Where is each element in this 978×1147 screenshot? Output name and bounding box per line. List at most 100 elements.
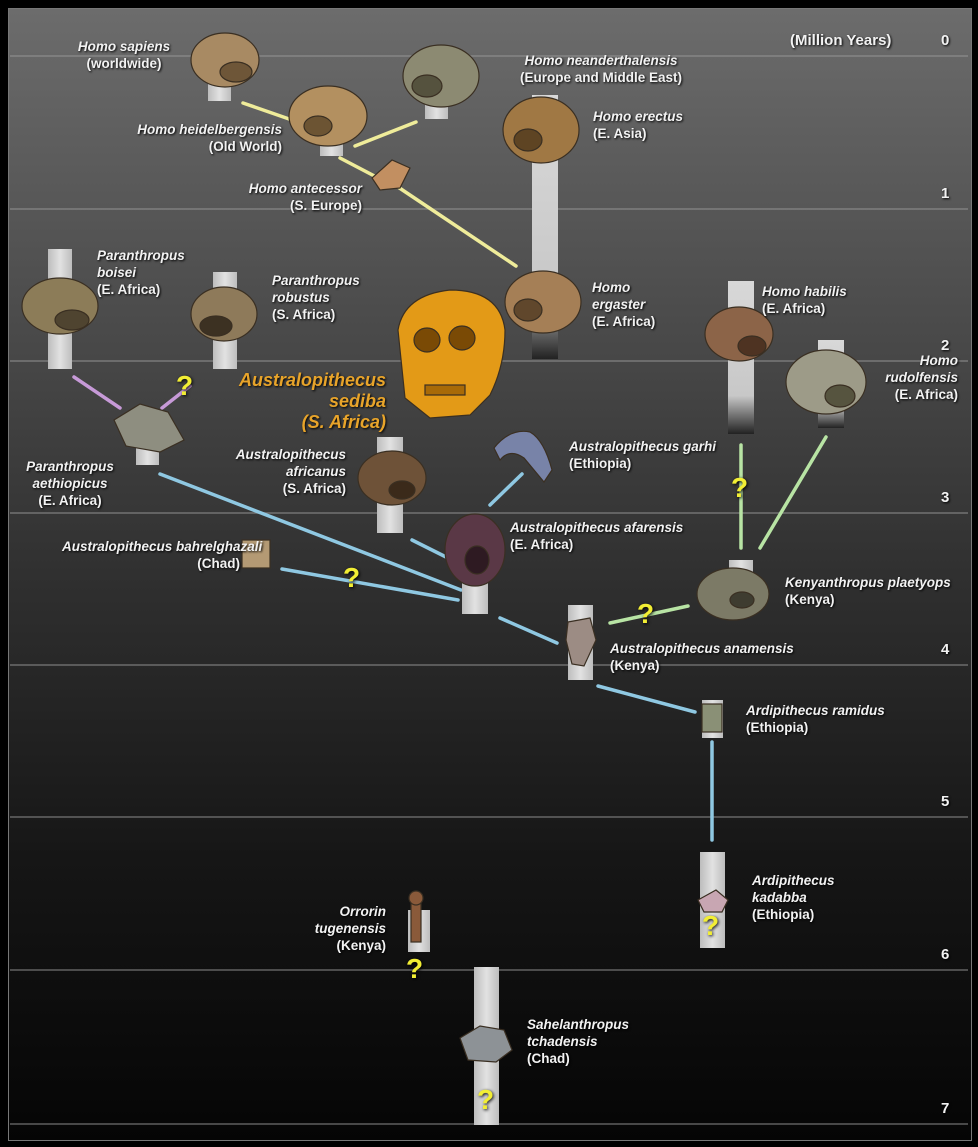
skull-paranthropus-robustus — [190, 286, 258, 342]
species-region: (S. Africa) — [301, 412, 386, 432]
skull-homo-heidelbergensis — [288, 85, 368, 147]
label-sahelanthropus-tchadensis: Sahelanthropus tchadensis (Chad) — [527, 1016, 637, 1067]
species-name: Kenyanthropus plaetyops — [785, 575, 951, 590]
species-region: (Ethiopia) — [752, 907, 815, 922]
species-region: (Kenya) — [610, 658, 660, 673]
label-homo-sapiens: Homo sapiens (worldwide) — [58, 38, 190, 72]
link-anamensis-ramidus — [596, 684, 697, 714]
uncertain-mark-sahelanthropus: ? — [477, 1084, 495, 1115]
label-australopithecus-sediba: Australopithecus sediba (S. Africa) — [208, 370, 386, 433]
uncertain-mark-bahrelghazali: ? — [343, 562, 361, 593]
species-region: (S. Africa) — [282, 481, 346, 496]
skull-homo-sapiens — [190, 32, 260, 88]
species-region: (Ethiopia) — [746, 720, 809, 735]
tick-label-5: 5 — [941, 793, 950, 810]
fossil-homo-antecessor — [371, 159, 411, 191]
tick-label-4: 4 — [941, 641, 950, 658]
species-name: Australopithecus sediba — [238, 370, 386, 411]
species-region: (Ethiopia) — [569, 456, 632, 471]
label-australopithecus-anamensis: Australopithecus anamensis (Kenya) — [610, 640, 800, 674]
uncertain-mark-sediba: ? — [176, 370, 194, 401]
uncertain-mark-kenyanthropus: ? — [637, 598, 655, 629]
species-region: (Kenya) — [336, 938, 386, 953]
skull-australopithecus-afarensis — [444, 513, 506, 587]
label-australopithecus-africanus: Australopithecus africanus (S. Africa) — [196, 446, 346, 497]
label-homo-habilis: Homo habilis (E. Africa) — [762, 283, 882, 317]
link-africanus-afarensis — [410, 538, 450, 560]
million-year-gridlines — [10, 55, 968, 1125]
fossil-images — [21, 32, 867, 1063]
skull-homo-neanderthalensis — [402, 44, 480, 108]
species-region: (E. Africa) — [97, 282, 161, 297]
link-anamensis-kenyanthropus — [608, 604, 690, 625]
species-name: Homo ergaster — [592, 280, 646, 312]
skull-australopithecus-africanus — [357, 450, 427, 506]
link-antecessor-ergaster — [390, 181, 518, 268]
label-paranthropus-robustus: Paranthropus robustus (S. Africa) — [272, 272, 372, 323]
fossil-australopithecus-bahrelghazali — [241, 539, 271, 569]
label-australopithecus-garhi: Australopithecus garhi (Ethiopia) — [569, 438, 719, 472]
species-name: Australopithecus garhi — [569, 439, 717, 454]
link-rudolfensis-kenyanthropus — [758, 435, 828, 550]
species-region: (Europe and Middle East) — [519, 70, 682, 85]
label-homo-antecessor: Homo antecessor (S. Europe) — [216, 180, 362, 214]
link-afarensis-anamensis — [498, 616, 559, 645]
tick-label-2: 2 — [941, 337, 950, 354]
species-name: Homo sapiens — [77, 39, 171, 54]
fossil-paranthropus-aethiopicus — [113, 403, 185, 453]
link-garhi-afarensis — [488, 472, 524, 507]
fossil-australopithecus-anamensis — [565, 617, 597, 667]
species-name: Homo antecessor — [248, 181, 362, 196]
species-region: (Kenya) — [785, 592, 835, 607]
skull-homo-erectus — [502, 96, 580, 164]
species-region: (E. Africa) — [894, 387, 958, 402]
link-aethiopicus-afarensis — [158, 472, 463, 592]
species-name: Homo erectus — [593, 109, 684, 124]
skull-paranthropus-boisei — [21, 277, 99, 335]
label-paranthropus-boisei: Paranthropus boisei (E. Africa) — [97, 247, 193, 298]
species-name: Homo rudolfensis — [885, 353, 958, 385]
species-name: Ardipithecus ramidus — [746, 703, 885, 718]
tick-label-1: 1 — [941, 185, 950, 202]
species-name: Australopithecus afarensis — [510, 520, 684, 535]
label-homo-heidelbergensis: Homo heidelbergensis (Old World) — [96, 121, 282, 155]
link-bahrelghazali-afarensis — [280, 567, 460, 602]
species-region: (worldwide) — [86, 56, 162, 71]
tick-label-7: 7 — [941, 1100, 950, 1117]
label-ardipithecus-kadabba: Ardipithecus kadabba (Ethiopia) — [752, 872, 852, 923]
species-name: Paranthropus robustus — [272, 273, 360, 305]
fossil-sahelanthropus-tchadensis — [459, 1025, 513, 1063]
skull-australopithecus-sediba — [397, 289, 506, 419]
fossil-australopithecus-garhi — [493, 430, 553, 484]
species-name: Australopithecus africanus — [235, 447, 346, 479]
species-region: (E. Asia) — [593, 126, 647, 141]
species-region: (E. Africa) — [592, 314, 656, 329]
tick-label-3: 3 — [941, 489, 950, 506]
label-australopithecus-bahrelghazali: Australopithecus bahrelghazali (Chad) — [62, 538, 263, 572]
species-name: Paranthropus aethiopicus — [26, 459, 114, 491]
species-region: (E. Africa) — [510, 537, 574, 552]
fossil-ardipithecus-ramidus — [701, 703, 723, 733]
lineage-lines — [72, 101, 828, 842]
scale-unit-label: (Million Years) — [790, 32, 892, 49]
skull-kenyanthropus-platyops — [696, 567, 770, 621]
species-region: (Chad) — [197, 556, 240, 571]
link-aethiopicus-sediba — [160, 384, 192, 410]
link-boisei-aethiopicus — [72, 375, 122, 410]
species-region: (E. Africa) — [762, 301, 826, 316]
skull-homo-ergaster — [504, 270, 582, 334]
fossil-ardipithecus-kadabba — [697, 889, 729, 913]
species-name: Orrorin tugenensis — [314, 904, 386, 936]
species-name: Homo habilis — [762, 284, 847, 299]
species-name: Ardipithecus kadabba — [752, 873, 835, 905]
label-homo-ergaster: Homo ergaster (E. Africa) — [592, 279, 662, 330]
label-paranthropus-aethiopicus: Paranthropus aethiopicus (E. Africa) — [14, 458, 126, 509]
species-region: (S. Africa) — [272, 307, 336, 322]
tick-label-0: 0 — [941, 32, 950, 49]
species-name: Paranthropus boisei — [97, 248, 185, 280]
species-name: Homo neanderthalensis — [524, 53, 678, 68]
label-homo-erectus: Homo erectus (E. Asia) — [593, 108, 713, 142]
species-name: Australopithecus bahrelghazali — [62, 539, 263, 554]
